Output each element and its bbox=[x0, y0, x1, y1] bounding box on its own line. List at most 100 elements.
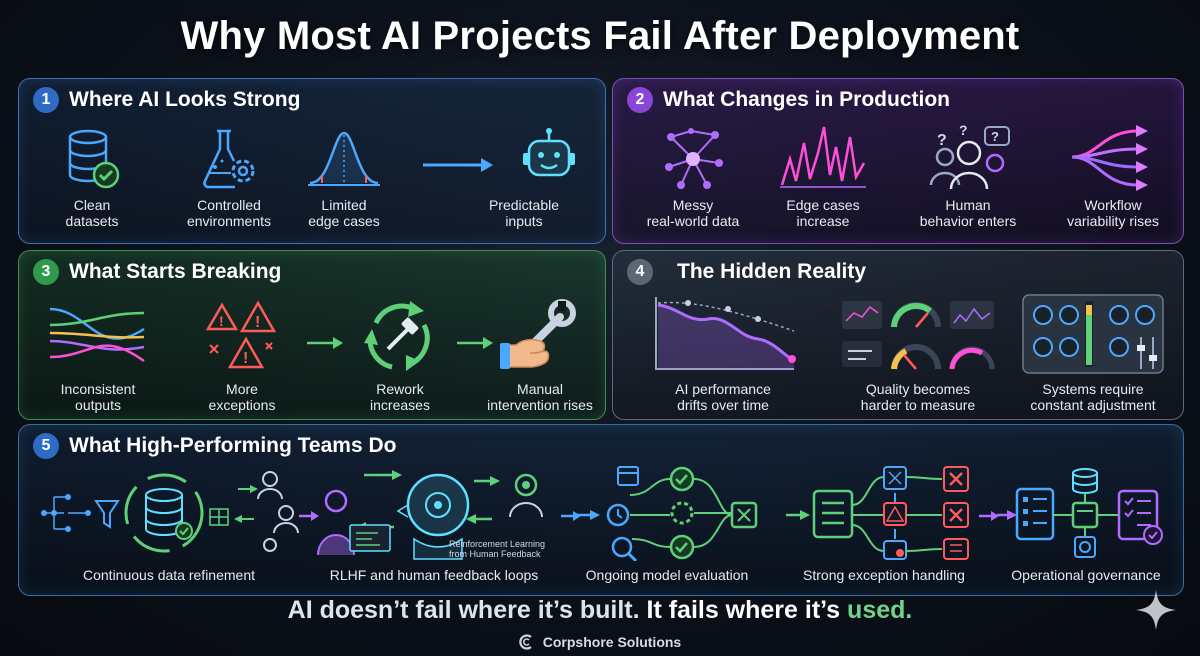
item-caption: Predictable inputs bbox=[488, 197, 560, 229]
section-what-changes-in-production: 2 What Changes in Production Messy real-… bbox=[612, 78, 1184, 244]
section-header: 5 What High-Performing Teams Do bbox=[33, 433, 396, 459]
section-header: 4 The Hidden Reality bbox=[627, 259, 866, 285]
section-high-performing-teams: 5 What High-Performing Teams Do bbox=[18, 424, 1184, 596]
item-limited-edge-cases: Limited edge cases bbox=[289, 127, 399, 229]
cycle-hammer-icon bbox=[364, 301, 430, 371]
item-human-behavior-enters: ? ? ? Human behavior enters bbox=[903, 123, 1033, 229]
item-inconsistent-outputs: Inconsistent outputs bbox=[33, 299, 163, 413]
tagline-part1: AI doesn’t fail where it’s built. bbox=[287, 596, 640, 624]
item-caption: Workflow variability rises bbox=[1067, 197, 1159, 229]
item-predictable-inputs: Predictable inputs bbox=[449, 127, 599, 229]
tangled-lines-icon bbox=[49, 307, 145, 363]
item-caption: AI performance drifts over time bbox=[675, 381, 771, 413]
item-rework-increases: Rework increases bbox=[345, 299, 455, 413]
section-header: 2 What Changes in Production bbox=[627, 87, 950, 113]
item-caption: Manual intervention rises bbox=[487, 381, 593, 413]
item-edge-cases-increase: Edge cases increase bbox=[763, 123, 883, 229]
item-messy-real-world-data: Messy real-world data bbox=[633, 127, 753, 229]
exception-flow-icon bbox=[786, 466, 969, 560]
item-caption: RLHF and human feedback loops bbox=[329, 567, 539, 583]
item-systems-require-adjustment: Systems require constant adjustment bbox=[1013, 293, 1173, 413]
section-header: 3 What Starts Breaking bbox=[33, 259, 281, 285]
people-question-icon: ? ? ? bbox=[929, 123, 1010, 190]
section-title: The Hidden Reality bbox=[677, 260, 867, 283]
item-workflow-variability-rises: Workflow variability rises bbox=[1043, 123, 1183, 229]
section-where-ai-looks-strong: 1 Where AI Looks Strong Clean datasets C… bbox=[18, 78, 606, 244]
arrow-right-icon bbox=[561, 511, 581, 521]
control-panel-icon bbox=[1022, 294, 1164, 374]
tagline-part3: used. bbox=[847, 596, 913, 624]
item-caption: More exceptions bbox=[208, 381, 276, 413]
item-caption: Strong exception handling bbox=[803, 567, 965, 583]
section-number-badge: 2 bbox=[627, 87, 653, 113]
flask-gear-icon bbox=[203, 129, 255, 189]
arrow-right-icon bbox=[423, 158, 493, 172]
item-more-exceptions: !!! More exceptions bbox=[187, 299, 297, 413]
svg-text:?: ? bbox=[991, 129, 999, 144]
section-title: Where AI Looks Strong bbox=[69, 88, 301, 111]
section-title: What Starts Breaking bbox=[69, 260, 282, 283]
item-caption: Controlled environments bbox=[186, 197, 272, 229]
declining-chart-icon bbox=[655, 297, 796, 370]
brand-footer: Corpshore Solutions bbox=[0, 634, 1200, 650]
item-strong-exception-handling: Strong exception handling bbox=[779, 465, 989, 583]
arrow-right-icon bbox=[457, 337, 493, 349]
section-number-badge: 1 bbox=[33, 87, 59, 113]
hand-wrench-icon bbox=[500, 299, 576, 369]
page-title: Why Most AI Projects Fail After Deployme… bbox=[180, 14, 1020, 58]
arrow-right-icon bbox=[299, 511, 319, 521]
gauges-icon bbox=[842, 301, 995, 370]
svg-text:?: ? bbox=[937, 132, 947, 149]
item-manual-intervention-rises: Manual intervention rises bbox=[475, 299, 605, 413]
human-robot-loop-icon bbox=[317, 470, 543, 560]
network-nodes-icon bbox=[665, 128, 723, 189]
item-caption: Messy real-world data bbox=[646, 197, 740, 229]
item-rlhf-feedback-loops: RLHF and human feedback loops bbox=[309, 465, 559, 583]
arrow-right-icon bbox=[979, 511, 999, 521]
section-number-badge: 5 bbox=[33, 433, 59, 459]
tagline: AI doesn’t fail where it’s built. It fai… bbox=[0, 596, 1200, 625]
data-refinement-icon bbox=[41, 471, 299, 553]
sparkle-icon bbox=[1136, 590, 1176, 630]
branching-arrows-icon bbox=[1071, 125, 1148, 191]
robot-icon bbox=[523, 128, 575, 177]
section-title: What High-Performing Teams Do bbox=[69, 434, 397, 457]
item-caption: Edge cases increase bbox=[786, 197, 860, 229]
rlhf-note: Reinforcement Learning from Human Feedba… bbox=[449, 539, 546, 559]
section-what-starts-breaking: 3 What Starts Breaking Inconsistent outp… bbox=[18, 250, 606, 420]
item-clean-datasets: Clean datasets bbox=[37, 127, 147, 229]
bell-curve-icon bbox=[308, 131, 380, 186]
governance-flow-icon bbox=[997, 468, 1163, 558]
section-number-badge: 3 bbox=[33, 259, 59, 285]
item-operational-governance: Operational governance bbox=[991, 465, 1181, 583]
section-the-hidden-reality: 4 The Hidden Reality AI performance drif… bbox=[612, 250, 1184, 420]
svg-text:?: ? bbox=[959, 123, 968, 138]
tagline-part2: It fails where it’s bbox=[646, 596, 841, 624]
item-ongoing-model-evaluation: Ongoing model evaluation bbox=[567, 465, 767, 583]
section-header: 1 Where AI Looks Strong bbox=[33, 87, 300, 113]
arrow-right-icon bbox=[307, 337, 343, 349]
brand-name: Corpshore Solutions bbox=[542, 634, 682, 650]
database-check-icon bbox=[68, 129, 120, 189]
warning-triangles-icon: !!! bbox=[205, 300, 277, 369]
item-continuous-data-refinement: Continuous data refinement bbox=[29, 465, 309, 583]
corpshore-logo-icon bbox=[519, 634, 532, 650]
item-caption: Ongoing model evaluation bbox=[585, 567, 749, 583]
item-caption: Rework increases bbox=[370, 381, 430, 413]
item-caption: Systems require constant adjustment bbox=[1030, 381, 1156, 413]
item-controlled-environments: Controlled environments bbox=[169, 127, 289, 229]
svg-text:!: ! bbox=[255, 314, 260, 331]
item-quality-harder-to-measure: Quality becomes harder to measure bbox=[833, 293, 1003, 413]
item-caption: Operational governance bbox=[1011, 567, 1161, 583]
item-caption: Human behavior enters bbox=[919, 197, 1017, 229]
section-title: What Changes in Production bbox=[663, 88, 950, 111]
item-caption: Inconsistent outputs bbox=[60, 381, 136, 413]
evaluation-flow-icon bbox=[574, 466, 758, 561]
item-caption: Continuous data refinement bbox=[83, 567, 255, 583]
spike-chart-icon bbox=[780, 126, 866, 188]
section-number-badge: 4 bbox=[627, 259, 653, 285]
svg-text:!: ! bbox=[219, 313, 224, 329]
item-ai-performance-drifts: AI performance drifts over time bbox=[643, 293, 803, 413]
item-caption: Limited edge cases bbox=[308, 197, 380, 229]
svg-text:!: ! bbox=[243, 350, 248, 367]
